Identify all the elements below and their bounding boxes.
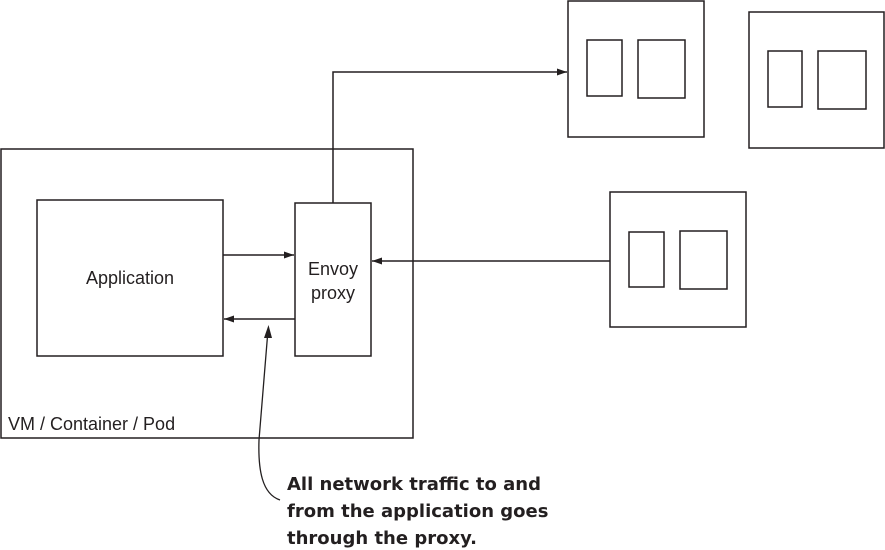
service-box-2 — [748, 11, 885, 149]
service-2-large-rect — [817, 50, 867, 110]
service-box-1 — [567, 0, 705, 138]
service-2-small-rect — [767, 50, 803, 108]
envoy-proxy-box — [294, 202, 372, 357]
annotation-line-1: All network traffic to and — [287, 474, 541, 495]
service-3-small-rect — [628, 231, 665, 288]
container-label: VM / Container / Pod — [8, 414, 175, 434]
annotation-pointer — [258, 329, 281, 501]
service-3-large-rect — [679, 230, 728, 290]
application-label: Application — [86, 268, 174, 288]
application-box — [36, 199, 224, 357]
annotation-line-3: through the proxy. — [287, 528, 477, 549]
annotation-pointer-head — [264, 325, 272, 338]
annotation-line-2: from the application goes — [287, 501, 548, 522]
service-box-3 — [609, 191, 747, 328]
envoy-label-line2: proxy — [311, 283, 355, 303]
service-1-large-rect — [637, 39, 686, 99]
arrow-proxy-to-upstream — [332, 68, 567, 203]
envoy-label-line1: Envoy — [308, 259, 358, 279]
service-1-small-rect — [586, 39, 623, 97]
container-box — [0, 148, 414, 439]
